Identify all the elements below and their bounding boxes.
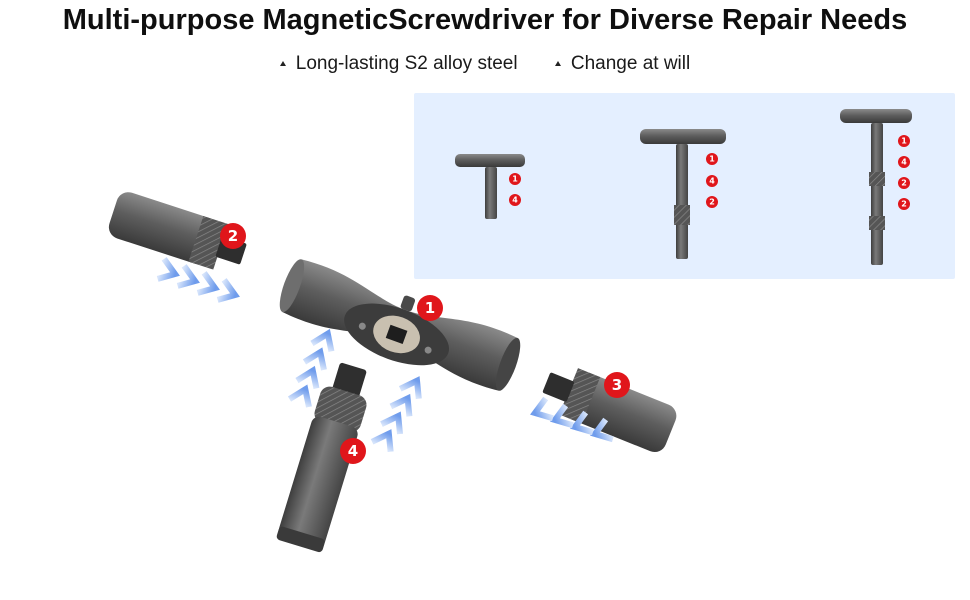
socket-part-3 [542, 368, 677, 453]
feature-label: Long-lasting S2 alloy steel [295, 53, 518, 74]
config-badge: 1 [509, 173, 521, 185]
svg-text:2: 2 [901, 179, 907, 188]
feature-item-change: Change at will [554, 53, 691, 75]
bullet-icon [279, 61, 286, 67]
svg-text:1: 1 [425, 299, 435, 317]
part-badge-4: 4 [340, 438, 366, 464]
svg-text:2: 2 [709, 198, 715, 207]
configuration-long: 1 4 2 2 [840, 109, 912, 265]
config-badge: 2 [898, 198, 910, 210]
config-badge: 4 [509, 194, 521, 206]
insert-arrows-icon [287, 328, 422, 452]
config-badge: 1 [706, 153, 718, 165]
config-badge: 4 [898, 156, 910, 168]
config-badge: 2 [706, 196, 718, 208]
bullet-icon [554, 61, 561, 67]
svg-text:3: 3 [612, 376, 622, 394]
config-badge: 2 [898, 177, 910, 189]
part-badge-1: 1 [417, 295, 443, 321]
svg-text:2: 2 [228, 227, 238, 245]
feature-label: Change at will [570, 53, 691, 74]
svg-text:4: 4 [901, 158, 907, 167]
svg-text:1: 1 [901, 137, 907, 146]
part-badge-3: 3 [604, 372, 630, 398]
insert-arrows-icon [530, 396, 614, 443]
svg-text:4: 4 [348, 442, 358, 460]
feature-list: Long-lasting S2 alloy steel Change at wi… [0, 53, 970, 75]
svg-text:2: 2 [901, 200, 907, 209]
feature-item-steel: Long-lasting S2 alloy steel [279, 53, 518, 75]
shaft-part-4 [276, 362, 367, 553]
svg-text:1: 1 [709, 155, 715, 164]
page-title: Multi-purpose MagneticScrewdriver for Di… [62, 4, 908, 36]
svg-text:4: 4 [512, 196, 518, 205]
config-badge: 4 [706, 175, 718, 187]
part-badge-2: 2 [220, 223, 246, 249]
configuration-medium: 1 4 2 [640, 129, 726, 259]
config-badge: 1 [898, 135, 910, 147]
insert-arrows-icon [156, 257, 240, 303]
t-handle-part-1 [279, 259, 521, 391]
configuration-short: 1 4 [455, 154, 525, 219]
svg-text:4: 4 [709, 177, 715, 186]
svg-text:1: 1 [512, 175, 518, 184]
